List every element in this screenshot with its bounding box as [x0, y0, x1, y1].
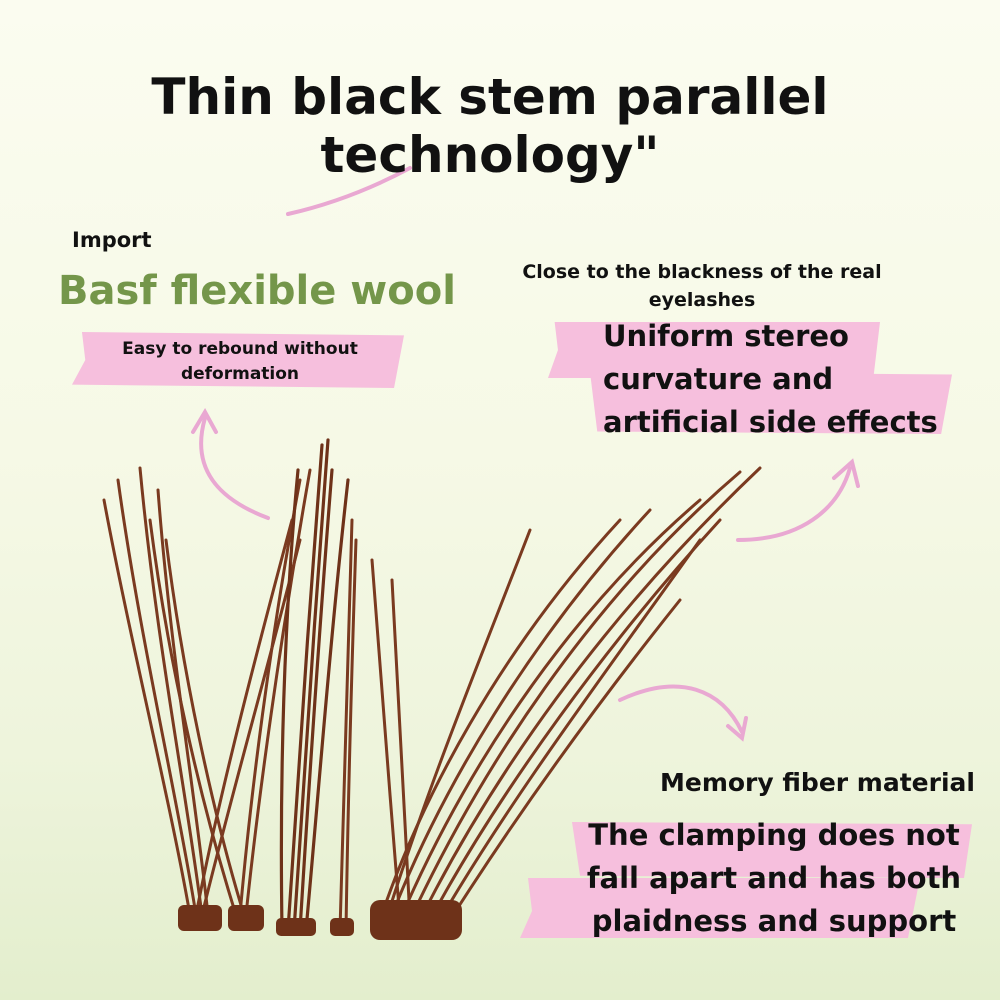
arrow-to-right-note: [736, 466, 852, 542]
memory-fiber-label: Memory fiber material: [660, 768, 975, 797]
clamping-line3: plaidness and support: [591, 904, 957, 938]
curvature-feature-text: Uniform stereo curvature and artificial …: [603, 315, 963, 444]
clamping-feature-text: The clamping does not fall apart and has…: [574, 814, 974, 943]
page-title: Thin black stem parallel technology": [151, 68, 829, 184]
material-heading: Basf flexible wool: [58, 268, 456, 314]
blackness-label-line1: Close to the blackness of the real: [522, 261, 882, 283]
clamping-line2: fall apart and has both: [586, 861, 962, 895]
blackness-label: Close to the blackness of the real eyela…: [512, 258, 892, 314]
decorative-pink-stroke: [286, 166, 412, 216]
pink-tape-highlight: [72, 332, 404, 388]
curvature-line3: artificial side effects: [603, 405, 938, 439]
rebound-note: Easy to rebound without deformation: [90, 337, 390, 387]
pink-tape-highlight: [572, 822, 972, 878]
pink-tape-highlight: [548, 322, 880, 378]
blackness-label-line2: eyelashes: [648, 289, 756, 311]
arrow-to-left-note: [199, 416, 270, 520]
pink-tape-highlight: [520, 878, 920, 938]
rebound-note-line2: deformation: [180, 364, 300, 384]
arrow-to-bottom-note: [618, 684, 744, 734]
curvature-line1: Uniform stereo: [603, 319, 849, 353]
pink-tape-highlight: [590, 372, 952, 434]
clamping-line1: The clamping does not: [588, 818, 960, 852]
curvature-line2: curvature and: [603, 362, 834, 396]
import-label: Import: [72, 228, 152, 252]
rebound-note-line1: Easy to rebound without: [122, 339, 358, 359]
